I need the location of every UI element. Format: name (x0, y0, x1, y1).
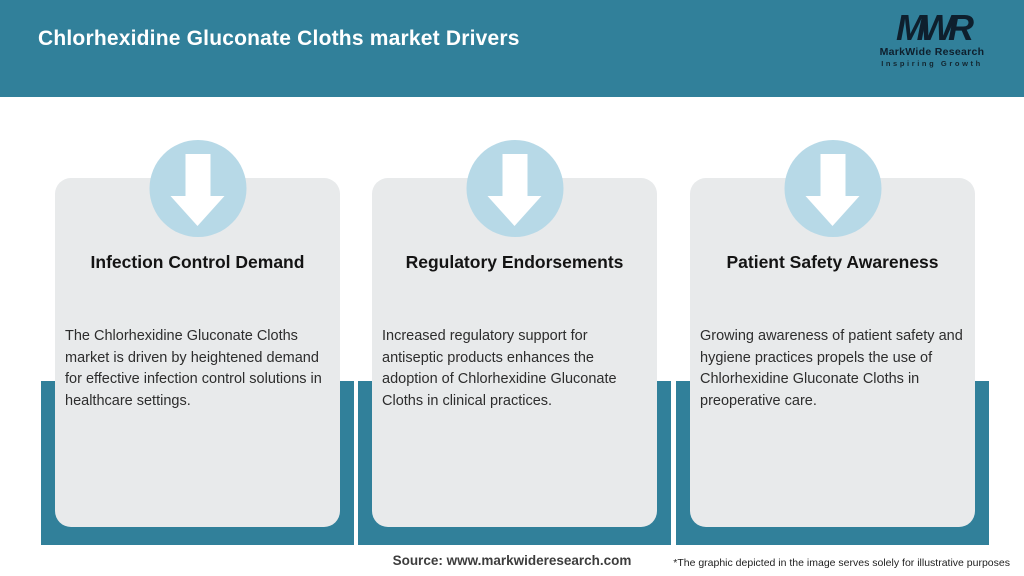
down-arrow-icon (170, 153, 225, 226)
arrow-badge (784, 140, 881, 237)
driver-card-regulatory-endorsements: Regulatory Endorsements Increased regula… (358, 140, 671, 545)
logo-monogram-icon: MWR (896, 7, 974, 48)
disclaimer-text: *The graphic depicted in the image serve… (673, 557, 1010, 569)
driver-card-patient-safety: Patient Safety Awareness Growing awarene… (676, 140, 989, 545)
header-bar: Chlorhexidine Gluconate Cloths market Dr… (0, 0, 1024, 97)
card-body: Regulatory Endorsements Increased regula… (372, 178, 657, 527)
card-title: Regulatory Endorsements (405, 252, 624, 272)
card-title: Patient Safety Awareness (726, 252, 939, 272)
logo-name: MarkWide Research (879, 46, 985, 58)
card-description: Increased regulatory support for antisep… (382, 328, 617, 409)
arrow-badge (149, 140, 246, 237)
markwide-research-logo: MWR MarkWide Research Inspiring Growth (862, 7, 1002, 69)
page-title: Chlorhexidine Gluconate Cloths market Dr… (38, 27, 520, 50)
arrow-badge (466, 140, 563, 237)
source-text: Source: www.markwideresearch.com (392, 553, 632, 568)
logo-tagline: Inspiring Growth (881, 59, 983, 68)
driver-card-infection-control: Infection Control Demand The Chlorhexidi… (41, 140, 354, 545)
card-description: The Chlorhexidine Gluconate Cloths marke… (65, 328, 322, 409)
card-description: Growing awareness of patient safety and … (700, 328, 963, 409)
down-arrow-icon (805, 153, 860, 226)
card-title: Infection Control Demand (90, 252, 305, 272)
down-arrow-icon (487, 153, 542, 226)
